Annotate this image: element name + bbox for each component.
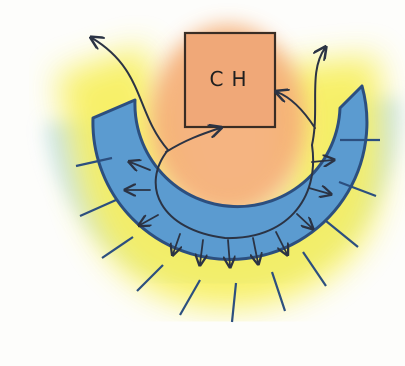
ch-box-label: CH [209, 67, 254, 91]
